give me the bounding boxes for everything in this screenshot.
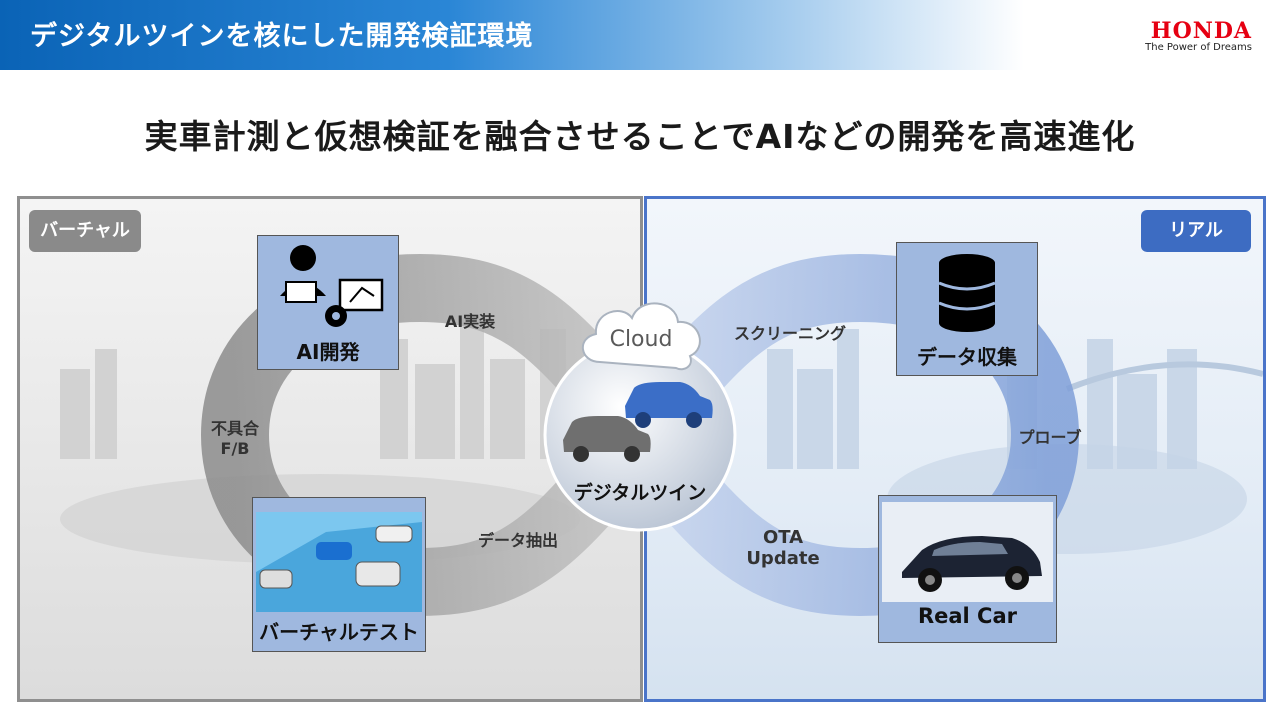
cloud-label: Cloud xyxy=(609,327,673,352)
ai-dev-box: AI開発 xyxy=(257,235,399,370)
ota-line1: OTA xyxy=(762,527,804,548)
database-icon xyxy=(938,254,996,332)
real-tag: リアル xyxy=(1141,210,1251,252)
ota-line2: Update xyxy=(746,548,820,569)
virtual-tag: バーチャル xyxy=(29,210,141,252)
developer-icon xyxy=(280,245,384,327)
digital-twin-label: デジタルツイン xyxy=(573,482,707,504)
ai-impl-label: AI実装 xyxy=(444,312,496,331)
data-extract-label: データ抽出 xyxy=(477,531,558,550)
header-bar: デジタルツインを核にした開発検証環境 HONDA The Power of Dr… xyxy=(0,0,1280,70)
feedback-line2: F/B xyxy=(220,439,250,458)
page-title: デジタルツインを核にした開発検証環境 xyxy=(30,21,534,52)
real-car-image xyxy=(882,502,1053,602)
honda-logo: HONDA The Power of Dreams xyxy=(1145,20,1252,54)
screening-label: スクリーニング xyxy=(733,324,846,343)
virtual-test-label: バーチャルテスト xyxy=(259,620,419,644)
data-collect-box: データ収集 xyxy=(896,242,1038,376)
probe-label: プローブ xyxy=(1018,428,1082,447)
ota-update-label: OTA Update xyxy=(738,527,828,569)
gray-car-icon xyxy=(563,416,651,462)
ai-dev-label: AI開発 xyxy=(296,340,360,364)
headline: 実車計測と仮想検証を融合させることでAIなどの開発を高速進化 xyxy=(144,117,1136,156)
virtual-test-image xyxy=(256,512,422,612)
virtual-test-box: バーチャルテスト xyxy=(252,497,426,652)
feedback-label: 不具合 F/B xyxy=(200,415,270,458)
logo-tagline: The Power of Dreams xyxy=(1145,42,1252,53)
cloud-icon xyxy=(581,302,701,371)
virtual-loop xyxy=(200,253,684,617)
logo-name: HONDA xyxy=(1150,18,1252,44)
real-car-label: Real Car xyxy=(917,604,1018,628)
data-collect-label: データ収集 xyxy=(917,345,1017,369)
blue-car-icon xyxy=(625,382,713,428)
real-car-box: Real Car xyxy=(878,495,1057,643)
feedback-line1: 不具合 xyxy=(210,419,259,438)
real-loop xyxy=(596,253,1080,617)
